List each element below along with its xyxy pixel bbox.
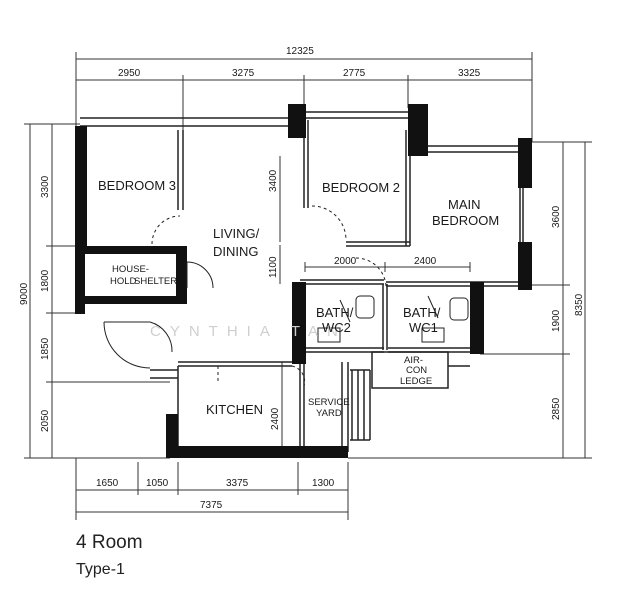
room-aircon-line3: LEDGE [400, 376, 432, 387]
dim-inner-2000: 2000 [334, 256, 357, 267]
room-living-line1: LIVING/ [213, 226, 260, 241]
room-aircon-line2: CON [406, 365, 427, 376]
room-shelter-line2: HOLD [110, 276, 137, 287]
fixtures [317, 295, 469, 343]
dim-top-total: 12325 [286, 46, 314, 57]
dim-inner-2400-h: 2400 [414, 256, 437, 267]
room-bedroom-2: BEDROOM 2 [322, 180, 400, 195]
watermark: CYNTHIA TAN [150, 323, 347, 340]
room-bath2-line2: WC2 [322, 320, 351, 335]
dim-bottom-2: 1050 [146, 478, 169, 489]
flat-subtype-label: Type-1 [76, 561, 125, 578]
dim-right-1: 3600 [551, 205, 562, 228]
dim-inner-3400: 3400 [268, 169, 279, 192]
dim-inner-2400-v: 2400 [270, 407, 281, 430]
flat-type-label: 4 Room [76, 532, 143, 553]
room-main-bedroom-line1: MAIN [448, 197, 481, 212]
dim-bottom-total: 7375 [200, 500, 223, 511]
room-service-yard-line1: SERVICE [308, 397, 350, 408]
room-living-line2: DINING [213, 244, 259, 259]
dim-left-1: 3300 [40, 175, 51, 198]
room-main-bedroom-line2: BEDROOM [432, 213, 499, 228]
thin-walls [80, 111, 524, 452]
dimension-lines [24, 52, 592, 520]
dim-bottom-4: 1300 [312, 478, 335, 489]
dim-top-2: 3275 [232, 68, 255, 79]
structural-walls [75, 104, 532, 458]
doors [103, 205, 387, 387]
room-aircon-line1: AIR- [404, 355, 423, 366]
dim-right-3: 2850 [551, 397, 562, 420]
dim-right-total: 8350 [574, 293, 585, 316]
dim-bottom-1: 1650 [96, 478, 119, 489]
dim-top-3: 2775 [343, 68, 366, 79]
room-bath1-line1: BATH/ [403, 305, 441, 320]
dim-right-2: 1900 [551, 309, 562, 332]
dim-left-3: 1850 [40, 337, 51, 360]
room-bath2-line1: BATH/ [316, 305, 354, 320]
room-bath1-line2: WC1 [409, 320, 438, 335]
room-shelter-line3: SHELTER [134, 276, 177, 287]
room-service-yard-line2: YARD [316, 408, 342, 419]
room-shelter-line1: HOUSE- [112, 264, 149, 275]
dim-left-4: 2050 [40, 409, 51, 432]
room-bedroom-3: BEDROOM 3 [98, 178, 176, 193]
dim-top-4: 3325 [458, 68, 481, 79]
dim-left-2: 1800 [40, 269, 51, 292]
dim-left-total: 9000 [19, 282, 30, 305]
room-kitchen: KITCHEN [206, 402, 263, 417]
dim-inner-1100: 1100 [268, 256, 279, 278]
dim-top-1: 2950 [118, 68, 141, 79]
dim-bottom-3: 3375 [226, 478, 249, 489]
